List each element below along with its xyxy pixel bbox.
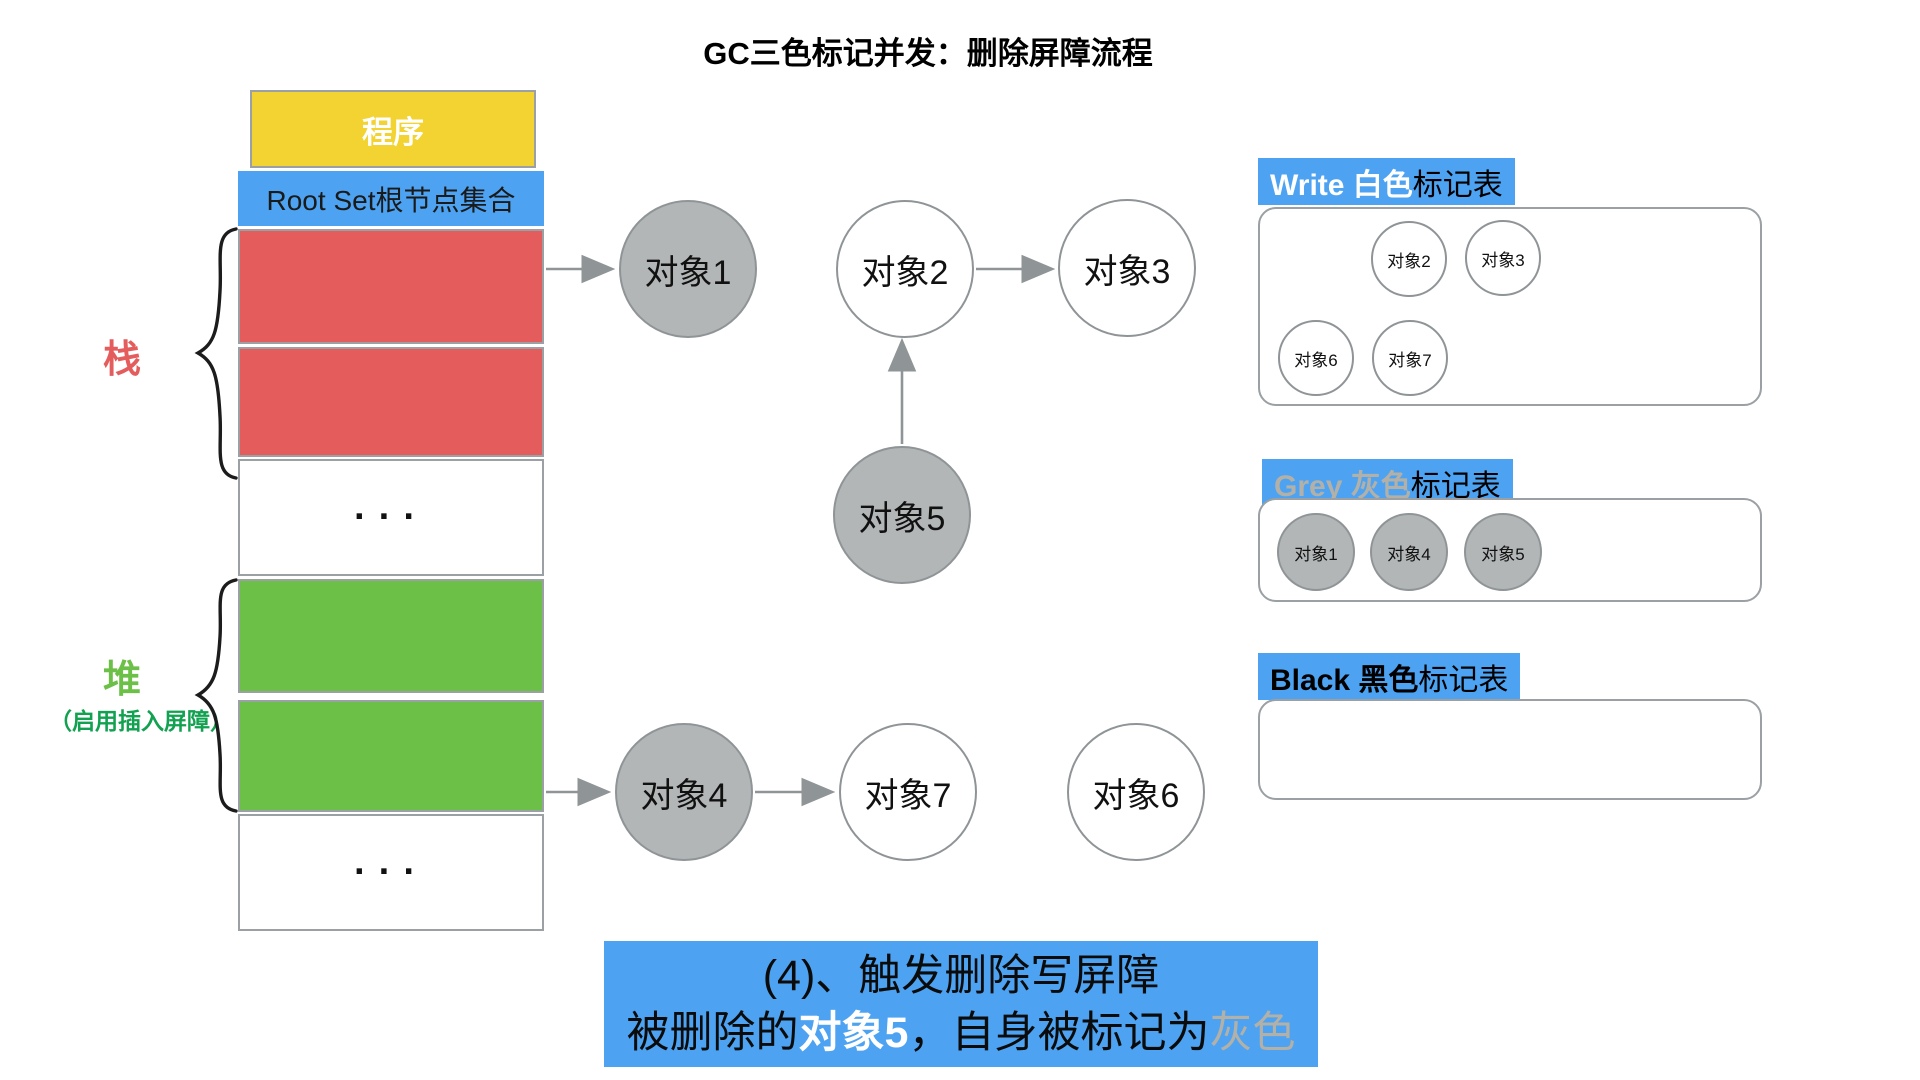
white-table-header-rest: 标记表 bbox=[1412, 168, 1503, 202]
graph-node-obj7: 对象7 bbox=[839, 723, 977, 861]
caption-line2-prefix: 被删除的 bbox=[626, 1009, 799, 1057]
caption-line2-grey-word: 灰色 bbox=[1209, 1009, 1296, 1057]
root-set-label: Root Set根节点集合 bbox=[238, 171, 544, 226]
black-table-header: Black 黑色标记表 bbox=[1258, 653, 1521, 700]
heap-label: 堆 bbox=[103, 659, 142, 701]
memory-gap-top: ··· bbox=[238, 459, 544, 576]
black-table-header-strong: Black 黑色 bbox=[1270, 663, 1419, 697]
caption-line2-object: 对象5 bbox=[798, 1009, 909, 1057]
graph-node-obj4: 对象4 bbox=[615, 723, 753, 861]
caption-line2-middle: ，自身被标记为 bbox=[908, 1009, 1210, 1057]
diagram-title: GC三色标记并发：删除屏障流程 bbox=[703, 36, 1153, 71]
heap-slot-2 bbox=[238, 700, 544, 812]
heap-insert-barrier-note: （启用插入屏障） bbox=[49, 708, 233, 734]
caption-line-1: (4)、触发删除写屏障 bbox=[762, 952, 1160, 1000]
graph-node-obj6: 对象6 bbox=[1067, 723, 1205, 861]
black-table-header-rest: 标记表 bbox=[1418, 663, 1509, 697]
graph-node-obj2: 对象2 bbox=[836, 200, 974, 338]
memory-gap-bottom: ··· bbox=[238, 814, 544, 931]
stack-brace bbox=[194, 227, 238, 480]
grey-table-item-obj1: 对象1 bbox=[1277, 513, 1355, 591]
stack-slot-1 bbox=[238, 229, 544, 344]
stack-label: 栈 bbox=[103, 339, 142, 381]
white-table-item-obj6: 对象6 bbox=[1278, 320, 1354, 396]
grey-table-item-obj5: 对象5 bbox=[1464, 513, 1542, 591]
graph-node-obj5: 对象5 bbox=[833, 446, 971, 584]
program-box: 程序 bbox=[250, 90, 536, 168]
grey-table-header-strong: Grey 灰色 bbox=[1274, 469, 1411, 503]
graph-node-obj1: 对象1 bbox=[619, 200, 757, 338]
heap-brace bbox=[194, 578, 238, 813]
grey-table-item-obj4: 对象4 bbox=[1370, 513, 1448, 591]
stack-slot-2 bbox=[238, 347, 544, 457]
grey-table-header-rest: 标记表 bbox=[1410, 469, 1501, 503]
white-table-item-obj2: 对象2 bbox=[1371, 221, 1447, 297]
white-table-header: Write 白色标记表 bbox=[1258, 158, 1515, 205]
step-caption: (4)、触发删除写屏障 被删除的对象5，自身被标记为灰色 bbox=[604, 941, 1318, 1067]
black-table-box bbox=[1258, 699, 1762, 800]
graph-node-obj3: 对象3 bbox=[1058, 199, 1196, 337]
heap-slot-1 bbox=[238, 579, 544, 693]
white-table-item-obj7: 对象7 bbox=[1372, 320, 1448, 396]
caption-line-2: 被删除的对象5，自身被标记为灰色 bbox=[604, 1005, 1318, 1062]
white-table-header-strong: Write 白色 bbox=[1270, 168, 1413, 202]
white-table-item-obj3: 对象3 bbox=[1465, 220, 1541, 296]
